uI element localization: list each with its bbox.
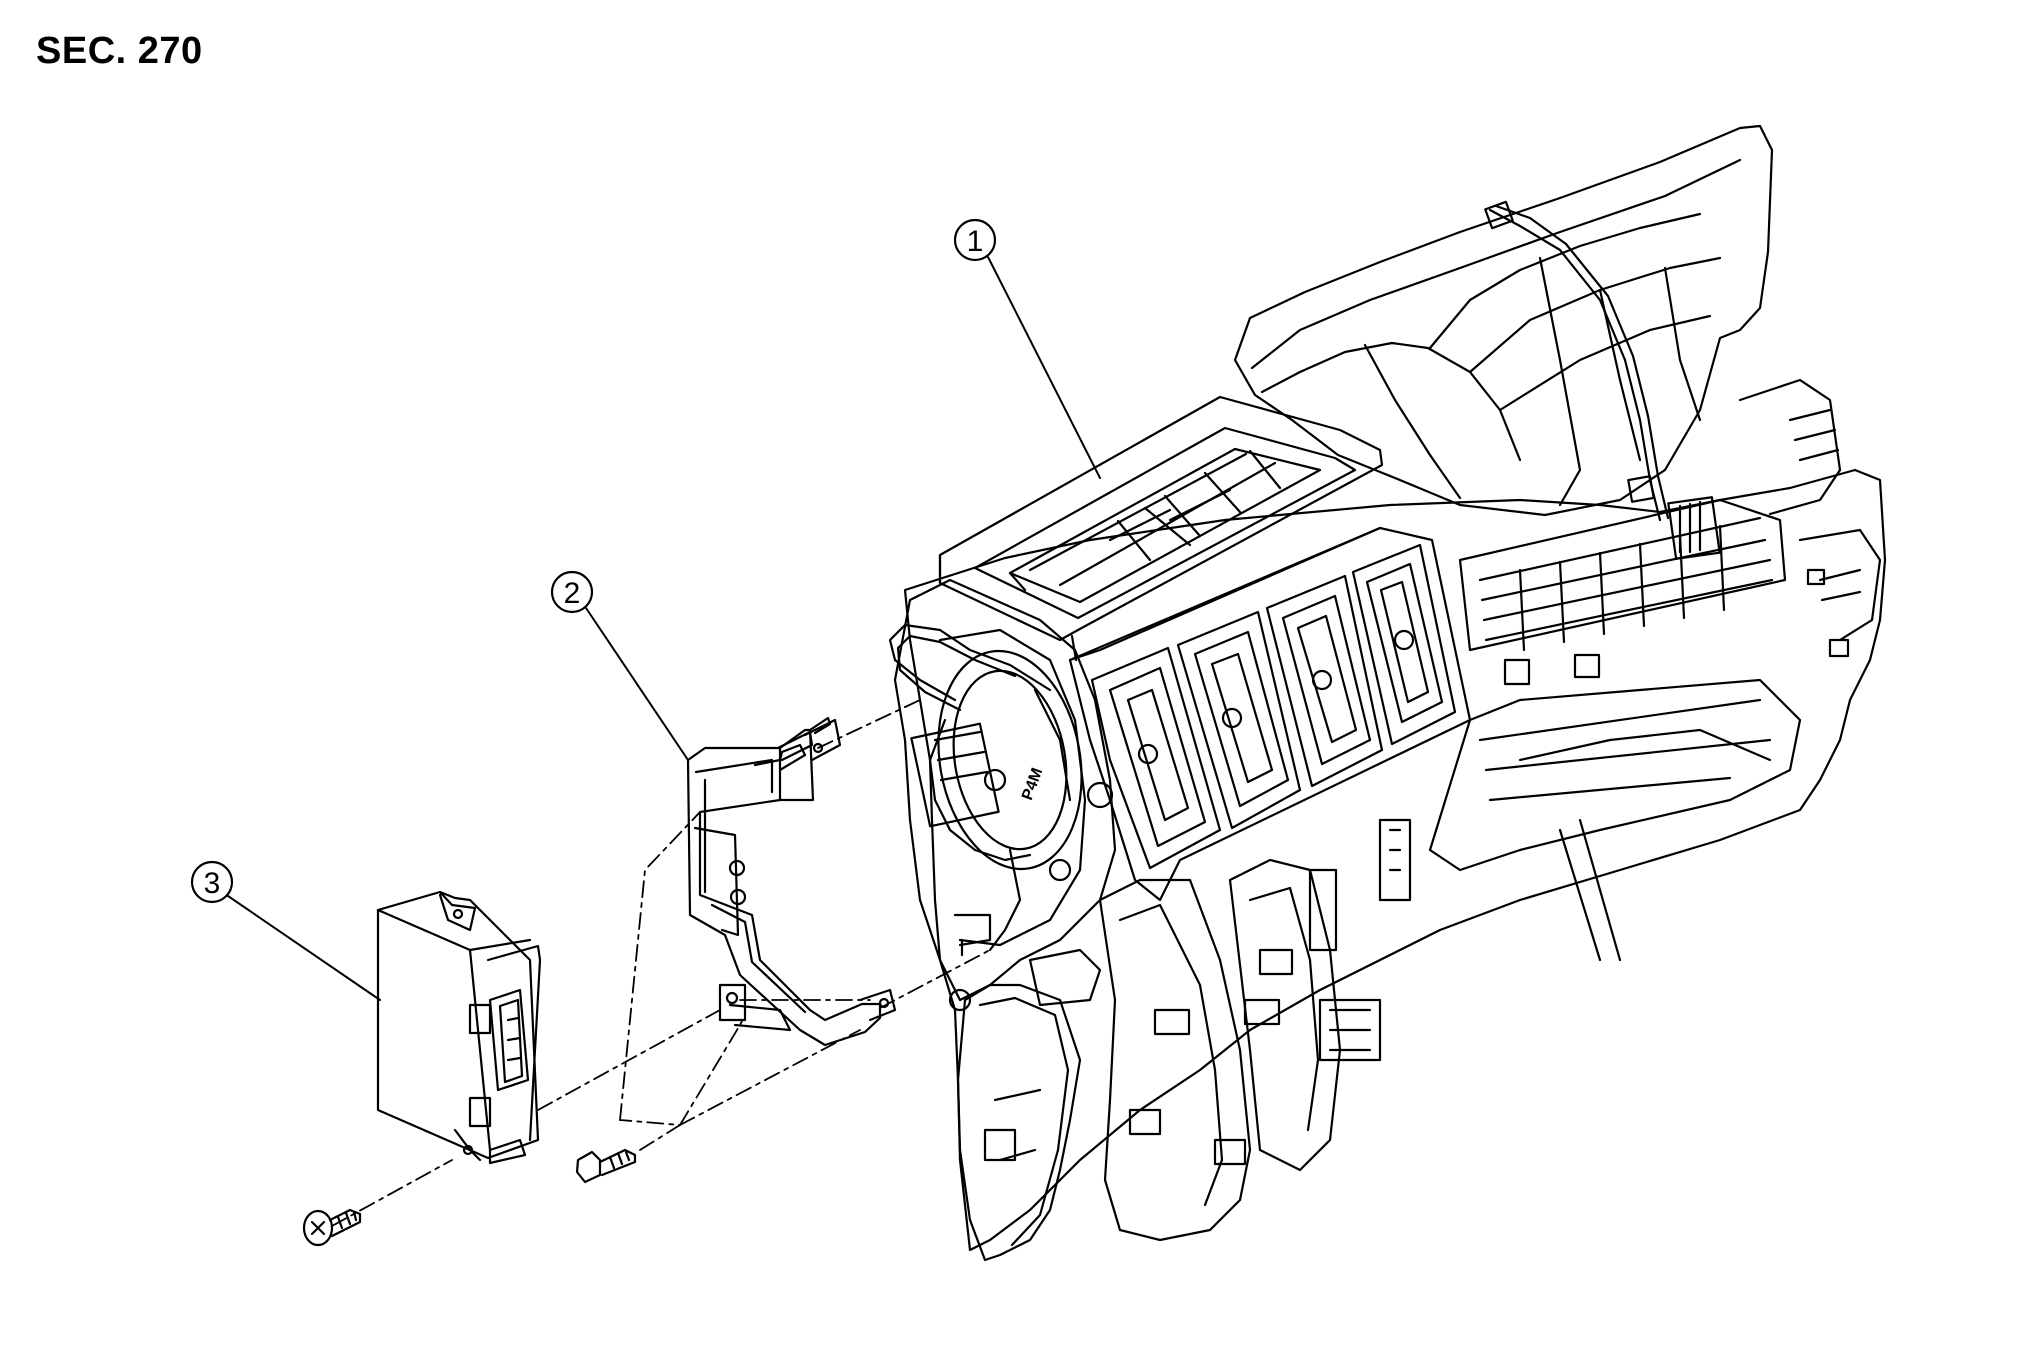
callout-3-number: 3 [204,867,221,900]
actuator-motor [910,722,1000,828]
lower-duct-right [1428,678,1802,872]
callout-1: 1 [953,218,1101,479]
harness-loop [888,623,1052,702]
filter-frame-top [938,395,1384,642]
heater-cooling-unit: P4M [888,124,1887,1262]
door-cell-3 [1265,574,1384,788]
section-label: SEC. 270 [36,30,203,72]
door-cell-2 [1176,610,1302,830]
callout-2: 2 [550,570,689,761]
front-foot-duct [1098,878,1252,1242]
connector-block [1667,496,1721,560]
intake-housing [1233,124,1774,517]
wire-harness [1488,208,1662,522]
screw-center [575,1148,637,1184]
control-module [376,890,542,1165]
rear-foot-duct [956,983,1082,1262]
unit-body [903,468,1887,1252]
callout-1-number: 1 [967,225,984,258]
bracket [686,716,897,1047]
callout-3: 3 [190,860,381,1001]
door-cell-1 [1090,646,1222,870]
bracket-upper-flange [753,743,807,772]
screw-left [302,1208,362,1247]
assembly-lines [331,699,991,1227]
housing-marking: P4M [1019,766,1046,803]
callout-2-number: 2 [564,577,581,610]
door-cell-4 [1351,543,1457,746]
left-housing [893,578,1117,1002]
